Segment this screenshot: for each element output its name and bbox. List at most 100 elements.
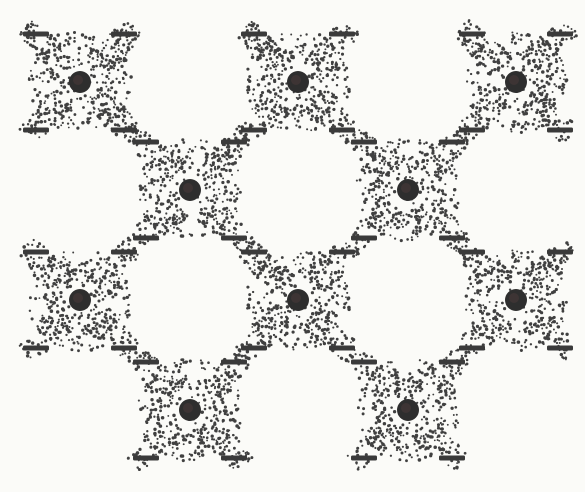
electron-dot: [194, 146, 196, 148]
electron-dot: [523, 273, 526, 276]
electron-dot: [41, 257, 43, 259]
electron-dot: [131, 46, 134, 49]
electron-dot: [268, 326, 271, 329]
electron-dot: [255, 112, 257, 114]
electron-dot: [553, 329, 555, 331]
electron-dot: [116, 123, 119, 126]
electron-dot: [453, 414, 455, 416]
electron-dot: [215, 174, 217, 176]
electron-dot: [204, 380, 207, 383]
electron-dot: [442, 227, 445, 230]
electron-dot: [235, 408, 238, 411]
electron-dot: [265, 107, 268, 110]
electron-dot: [457, 366, 460, 369]
electron-dot: [289, 310, 292, 313]
electron-dot: [467, 258, 470, 261]
electron-dot: [114, 293, 118, 297]
electron-dot: [558, 86, 561, 89]
electron-dot: [330, 287, 333, 290]
electron-dot: [139, 355, 142, 358]
electron-dot: [27, 244, 29, 246]
electron-dot: [343, 306, 346, 309]
electron-dot: [365, 355, 368, 358]
electron-dot: [246, 343, 248, 345]
electron-dot: [374, 170, 376, 172]
electron-dot: [176, 427, 179, 430]
electron-dot: [509, 57, 512, 60]
electron-dot: [321, 329, 324, 332]
electron-dot: [365, 462, 368, 465]
electron-dot: [61, 314, 64, 317]
electron-dot: [326, 111, 329, 114]
electron-dot: [173, 214, 176, 217]
electron-dot: [553, 340, 556, 343]
electron-dot: [224, 189, 228, 193]
electron-dot: [566, 257, 569, 260]
electron-dot: [323, 43, 325, 45]
electron-dot: [255, 104, 258, 107]
electron-dot: [520, 38, 523, 41]
electron-dot: [537, 68, 539, 70]
electron-dot: [555, 70, 558, 73]
electron-dot: [503, 271, 506, 274]
electron-dot: [32, 113, 35, 116]
electron-dot: [443, 435, 445, 437]
electron-dot: [239, 191, 242, 194]
electron-dot: [135, 122, 138, 125]
electron-dot: [181, 454, 184, 457]
electron-dot: [235, 158, 237, 160]
electron-dot: [52, 263, 55, 266]
electron-dot: [139, 184, 142, 187]
electron-dot: [177, 386, 179, 388]
electron-dot: [217, 165, 220, 168]
electron-dot: [471, 46, 473, 48]
electron-dot: [496, 275, 499, 278]
electron-dot: [271, 61, 273, 63]
electron-dot: [273, 54, 275, 56]
electron-dot: [468, 21, 470, 23]
electron-dot: [97, 336, 100, 339]
electron-dot: [503, 105, 507, 109]
electron-dot: [49, 67, 52, 70]
electron-dot: [55, 297, 58, 300]
electron-dot: [538, 271, 541, 274]
electron-dot: [19, 33, 22, 36]
electron-dot: [36, 57, 39, 60]
electron-dot: [107, 113, 110, 116]
electron-dot: [295, 46, 297, 48]
electron-dot: [223, 409, 226, 412]
electron-dot: [476, 325, 479, 328]
electron-dot: [104, 275, 106, 277]
electron-dot: [182, 163, 184, 165]
electron-dot: [397, 146, 399, 148]
electron-dot: [414, 215, 417, 218]
electron-dot: [67, 330, 70, 333]
electron-dot: [300, 105, 303, 108]
electron-dot: [549, 293, 551, 295]
electron-dot: [345, 67, 348, 70]
electron-dot: [559, 271, 562, 274]
electron-dot: [170, 225, 172, 227]
electron-dot: [77, 349, 80, 352]
electron-dot: [542, 85, 545, 88]
electron-dot: [341, 107, 344, 110]
electron-dot: [71, 327, 73, 329]
electron-dot: [114, 314, 116, 316]
electron-dot: [276, 61, 278, 63]
electron-dot: [138, 400, 140, 402]
electron-dot: [562, 92, 565, 95]
electron-dot: [278, 53, 281, 56]
electron-dot: [269, 38, 271, 40]
electron-dot: [510, 130, 512, 132]
electron-dot: [158, 146, 160, 148]
electron-dot: [155, 210, 157, 212]
electron-dot: [526, 256, 529, 259]
electron-dot: [541, 38, 544, 41]
electron-dot: [484, 269, 487, 272]
electron-dot: [309, 252, 313, 256]
electron-dot: [463, 43, 466, 46]
electron-dot: [199, 201, 201, 203]
electron-dot: [474, 338, 476, 340]
electron-dot: [356, 227, 359, 230]
electron-dot: [393, 190, 396, 193]
